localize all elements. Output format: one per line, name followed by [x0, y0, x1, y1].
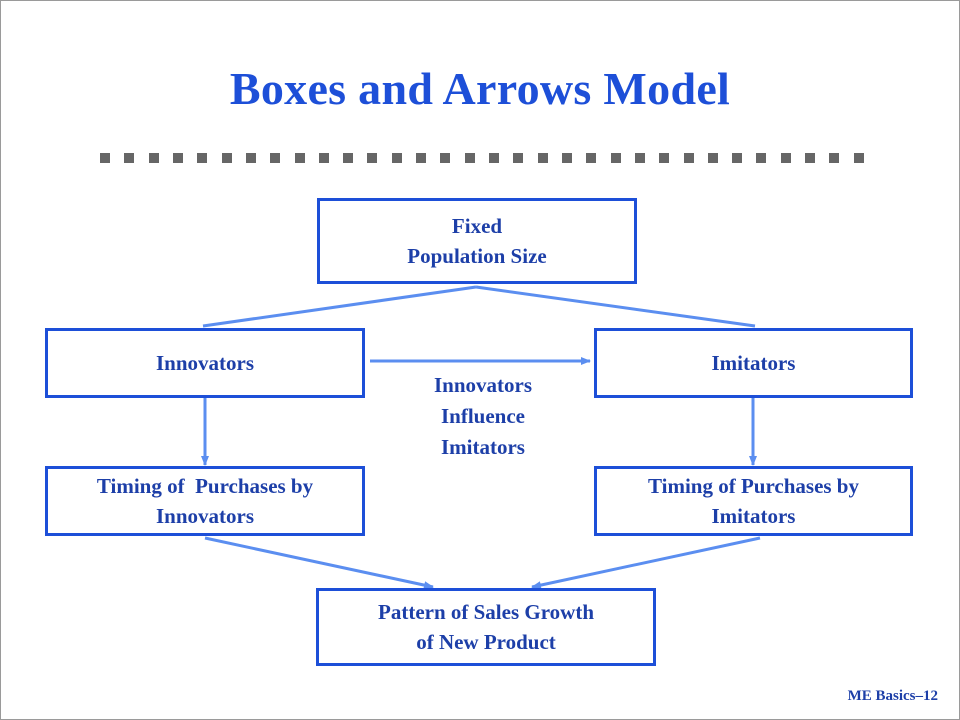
divider-dot [270, 153, 281, 163]
divider-dot [732, 153, 743, 163]
divider-dot [829, 153, 840, 163]
divider-dot [343, 153, 354, 163]
node-label-line: Fixed [451, 214, 503, 238]
influence-label-line: Innovators [433, 373, 533, 397]
divider-dot [805, 153, 816, 163]
influence-label-line: Influence [441, 404, 525, 428]
node-fixed-population-size: Fixed Population Size [317, 198, 637, 284]
edge-population-innovators [202, 285, 477, 328]
divider-dot [440, 153, 451, 163]
node-sales-growth: Pattern of Sales Growth of New Product [316, 588, 656, 666]
divider-dot [707, 153, 718, 163]
divider-dot [391, 153, 402, 163]
divider-dot [294, 153, 305, 163]
divider-dot [172, 153, 183, 163]
divider-dot [245, 153, 256, 163]
edge-population-imitators [475, 285, 756, 328]
divider-dot [100, 153, 110, 163]
node-imitators: Imitators [594, 328, 913, 398]
node-label-line: Imitators [711, 351, 796, 375]
divider-dot [537, 153, 548, 163]
divider-dot [197, 153, 208, 163]
divider-dot [634, 153, 645, 163]
influence-label-line: Imitators [441, 435, 525, 459]
divider-dot [367, 153, 378, 163]
divider-dot [586, 153, 597, 163]
node-timing-imitators: Timing of Purchases by Imitators [594, 466, 913, 536]
divider-dot [416, 153, 427, 163]
divider-dot [659, 153, 670, 163]
divider-dot [610, 153, 621, 163]
dotted-divider [100, 153, 864, 163]
edge-timing-imitators-sales [531, 536, 761, 590]
node-label-line: Population Size [407, 244, 547, 268]
node-label-line: Innovators [155, 504, 255, 528]
divider-dot [489, 153, 499, 163]
node-label-line: Timing of Purchases by [647, 474, 859, 498]
edge-timing-innovators-sales [204, 536, 434, 590]
divider-dot [853, 153, 864, 163]
node-innovators: Innovators [45, 328, 365, 398]
divider-dot [513, 153, 524, 163]
divider-dot [124, 153, 135, 163]
divider-dot [780, 153, 791, 163]
node-label-line: Imitators [711, 504, 796, 528]
divider-dot [756, 153, 767, 163]
slide-title: Boxes and Arrows Model [229, 63, 731, 114]
divider-dot [148, 153, 159, 163]
divider-dot [318, 153, 329, 163]
divider-dot [464, 153, 475, 163]
divider-dot [683, 153, 694, 163]
node-label-line: Timing of Purchases by [96, 474, 314, 498]
influence-label: Innovators Influence Imitators [383, 370, 583, 463]
slide-footer: ME Basics–12 [847, 688, 938, 704]
node-label-line: Innovators [155, 351, 255, 375]
node-timing-innovators: Timing of Purchases by Innovators [45, 466, 365, 536]
divider-dot [221, 153, 232, 163]
divider-dot [561, 153, 572, 163]
node-label-line: of New Product [416, 630, 556, 654]
node-label-line: Pattern of Sales Growth [378, 600, 594, 624]
